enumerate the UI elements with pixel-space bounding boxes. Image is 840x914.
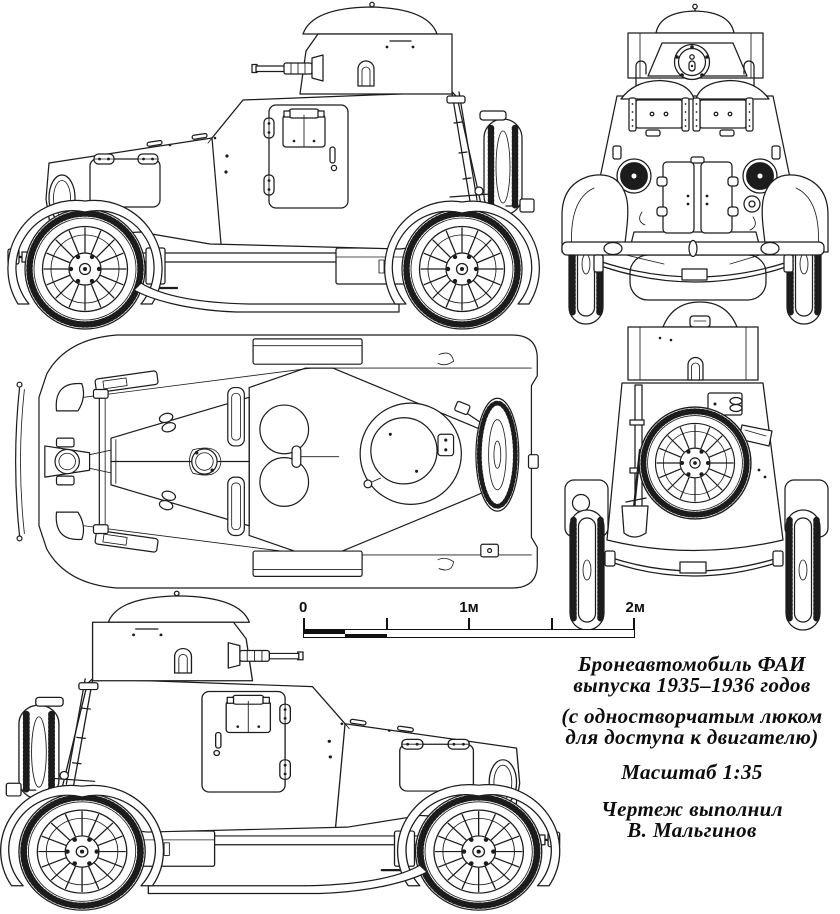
view-rear <box>565 302 828 630</box>
scale-tick <box>385 618 388 630</box>
caption-note-line2: для доступа к двигателю) <box>565 725 819 749</box>
caption-title-line2: выпуска 1935–1936 годов <box>573 673 811 697</box>
caption-note-line1: (с одностворчатым люком <box>561 704 823 728</box>
scale-label-two-meters: 2м <box>625 599 645 616</box>
scale-tick <box>303 618 305 630</box>
scale-tick <box>550 618 553 630</box>
scale-bar-segment-black-1 <box>304 630 346 634</box>
caption-block: Бронеавтомобиль ФАИ выпуска 1935–1936 го… <box>540 654 840 841</box>
scale-label-zero: 0 <box>299 599 308 616</box>
scale-tick <box>468 618 470 630</box>
scale-bar-segment-black-2 <box>345 633 387 637</box>
scale-tick <box>633 618 635 630</box>
scale-bar: 0 1м 2м <box>299 599 645 641</box>
caption-credit-line1: Чертеж выполнил <box>601 797 783 821</box>
view-top <box>16 335 539 588</box>
caption-credit-line2: В. Мальгинов <box>627 818 757 842</box>
scale-bar-rule <box>303 618 635 638</box>
caption-title-line1: Бронеавтомобиль ФАИ <box>577 652 807 676</box>
view-front <box>562 4 828 324</box>
caption-scale: Масштаб 1:35 <box>621 760 763 784</box>
scale-label-one-meter: 1м <box>459 599 479 616</box>
view-side-right <box>8 2 539 329</box>
